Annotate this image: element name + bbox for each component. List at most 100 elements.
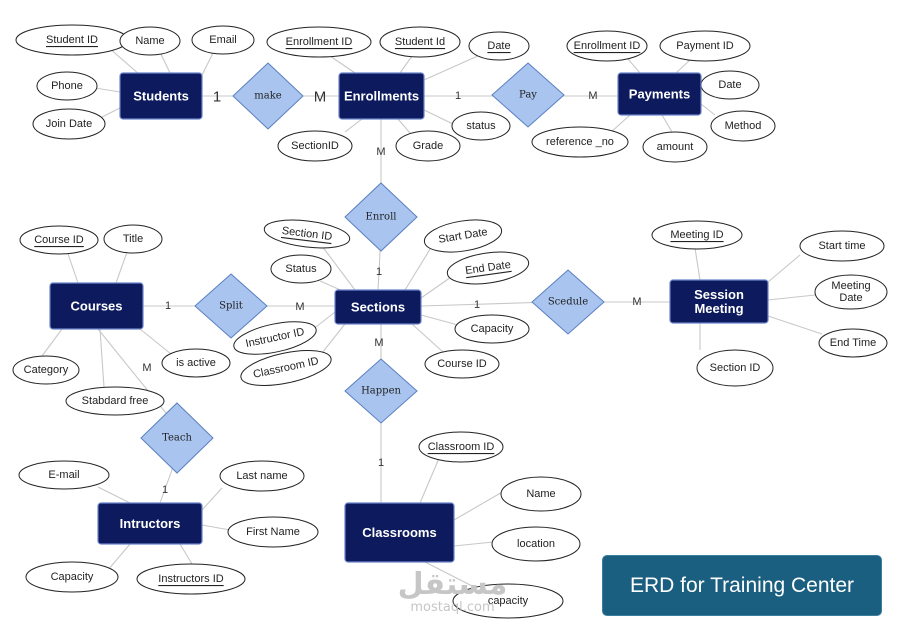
attribute-ellipse: [379, 26, 461, 58]
connector-line: [115, 251, 128, 284]
relationship-teach: [140, 402, 214, 474]
attribute-ellipse: [65, 386, 165, 416]
attribute-room_id: Classroom ID: [418, 431, 504, 463]
attribute-ellipse: [32, 108, 106, 140]
relationship-label-teach: Teach: [162, 433, 192, 444]
cardinality-c8: M: [295, 301, 304, 313]
attribute-label-pay_method: Method: [725, 120, 762, 132]
connector-line: [201, 487, 223, 511]
cardinality-c9: 1: [474, 299, 480, 311]
entity-label-enrollments: Enrollments: [344, 89, 419, 104]
attribute-label-pay_ref: reference _no: [546, 136, 614, 148]
attribute-crs_cat: Category: [12, 355, 80, 385]
attribute-pay_amount: amount: [642, 131, 708, 163]
attribute-label-room_id: Classroom ID: [428, 441, 495, 453]
connector-line: [453, 541, 494, 547]
attribute-label-ins_email: E-mail: [48, 469, 79, 481]
attribute-label-stu_name: Name: [135, 35, 164, 47]
attribute-stu_id: Student ID: [15, 24, 129, 56]
attribute-ins_cap: Capacity: [25, 561, 119, 593]
cardinality-c11: M: [374, 337, 383, 349]
attribute-label-ins_id: Instructors ID: [158, 573, 223, 585]
attribute-crs_title: Title: [103, 224, 163, 254]
attribute-ellipse: [119, 26, 181, 56]
connector-line: [99, 328, 105, 388]
attribute-label-enr_id: Enrollment ID: [286, 36, 353, 48]
attribute-ellipse: [491, 526, 581, 562]
connector-line: [609, 114, 631, 134]
attribute-ellipse: [270, 254, 332, 284]
relationship-scedule: [531, 269, 605, 335]
attribute-ellipse: [814, 274, 888, 310]
attribute-label-crs_cat: Category: [24, 364, 69, 376]
attribute-pay_method: Method: [710, 110, 776, 142]
entity-students: [119, 72, 203, 120]
attribute-label-room_loc: location: [517, 538, 555, 550]
attribute-label-stu_id: Student ID: [46, 34, 98, 46]
relationship-make: [232, 62, 304, 130]
attribute-sec_start: Start Date: [423, 219, 503, 253]
attribute-ellipse: [566, 30, 648, 62]
connector-line: [767, 294, 816, 301]
diagram-title: ERD for Training Center: [629, 573, 855, 597]
cardinality-c1: 1: [213, 89, 221, 106]
cardinality-c10: M: [632, 296, 641, 308]
connector-line: [420, 314, 459, 326]
attribute-stu_phone: Phone: [36, 71, 98, 101]
attribute-label-mtg_end: End Time: [830, 337, 876, 349]
connector-line: [344, 118, 363, 133]
attribute-mtg_start: Start time: [799, 230, 885, 262]
watermark: مستقل mostaql.com: [395, 567, 510, 616]
relationship-label-enroll: Enroll: [366, 212, 397, 223]
attribute-sec_room: Classroom ID: [240, 349, 332, 387]
attribute-ellipse: [233, 321, 317, 355]
connector-line: [420, 301, 551, 307]
attribute-ellipse: [799, 230, 885, 262]
attribute-label-sec_cap: Capacity: [471, 323, 514, 335]
attribute-ellipse: [266, 26, 372, 58]
connector-line: [397, 118, 411, 134]
diagram-title-box: ERD for Training Center: [602, 555, 882, 616]
connector-line: [661, 114, 673, 133]
attribute-ellipse: [12, 355, 80, 385]
attribute-ellipse: [418, 431, 504, 463]
attribute-ellipse: [227, 516, 319, 548]
entity-sections: [334, 289, 422, 325]
attribute-ellipse: [18, 460, 110, 490]
attribute-stu_name: Name: [119, 26, 181, 56]
watermark-logo: مستقل: [397, 567, 508, 602]
attribute-pay_date: Date: [700, 70, 760, 100]
attribute-label-enr_date: Date: [487, 40, 510, 52]
relationship-enroll: [344, 182, 418, 252]
connector-line: [423, 109, 454, 125]
connector-line: [321, 245, 356, 291]
attribute-label-sec_crs: Course ID: [437, 358, 487, 370]
attribute-ellipse: [651, 220, 743, 250]
connector-line: [201, 52, 214, 76]
attribute-ellipse: [19, 225, 99, 255]
attribute-ellipse: [710, 110, 776, 142]
cardinality-c14: 1: [162, 484, 168, 496]
attribute-label-crs_id: Course ID: [34, 234, 84, 246]
attribute-ellipse: [452, 583, 564, 619]
connector-line: [411, 323, 444, 353]
relationship-split: [194, 273, 268, 339]
attribute-ellipse: [500, 476, 582, 512]
connector-line: [99, 107, 121, 119]
attribute-label-mtg_sec: Section ID: [710, 362, 761, 374]
connector-line: [97, 486, 131, 504]
connector-line: [423, 54, 481, 81]
attribute-label-stu_phone: Phone: [51, 80, 83, 92]
attribute-label-pay_enr: Enrollment ID: [574, 40, 641, 52]
attribute-sec_ins: Instructor ID: [233, 321, 317, 355]
attribute-sec_cap: Capacity: [454, 314, 530, 344]
attribute-ellipse: [659, 30, 751, 62]
entity-label-students: Students: [133, 89, 189, 104]
connector-line: [179, 543, 193, 565]
attribute-sec_crs: Course ID: [424, 349, 500, 379]
entity-session_meeting: [669, 279, 769, 324]
attribute-stu_join: Join Date: [32, 108, 106, 140]
attribute-ellipse: [219, 460, 305, 492]
